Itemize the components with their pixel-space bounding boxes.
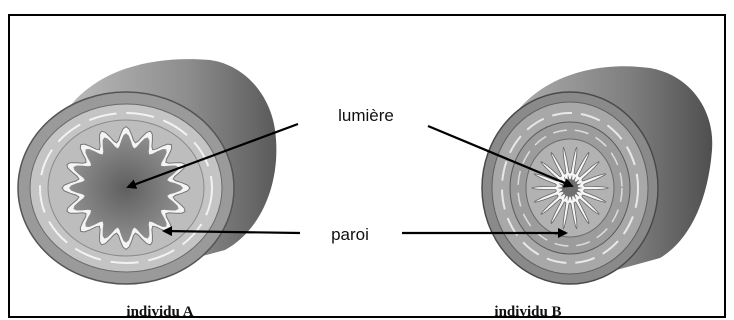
label-lumen: lumière — [338, 106, 394, 125]
label-individual-b: individu B — [494, 304, 561, 320]
label-wall: paroi — [331, 225, 369, 244]
label-individual-a: individu A — [126, 304, 193, 320]
artery-b — [482, 66, 712, 284]
artery-a-lumen — [69, 133, 183, 242]
artery-a — [18, 59, 276, 284]
